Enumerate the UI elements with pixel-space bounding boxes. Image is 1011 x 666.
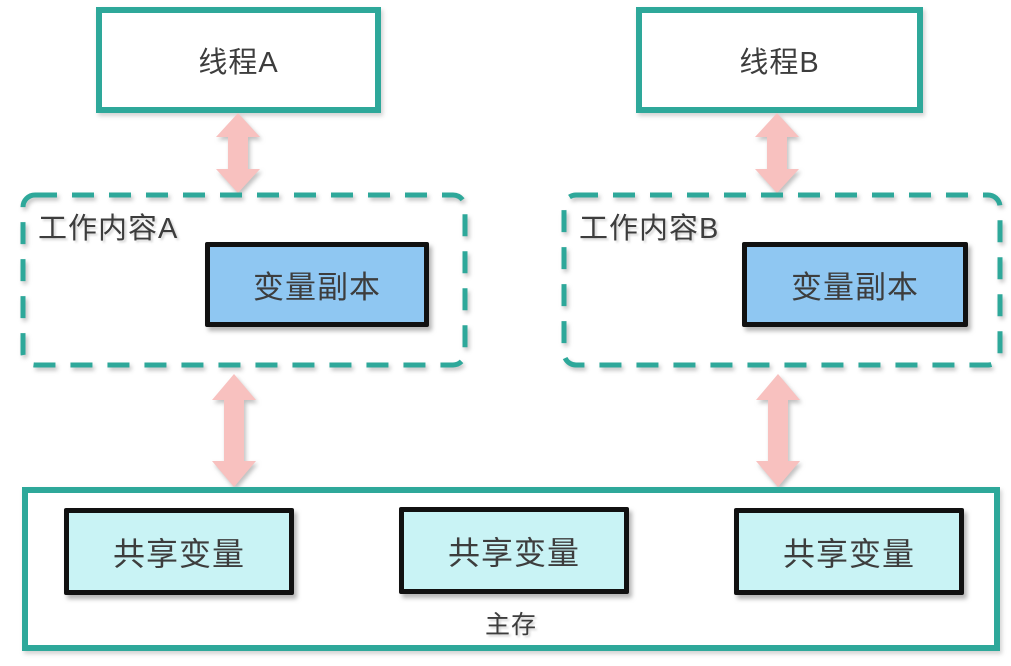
variable-copy-a-box: 变量副本: [205, 242, 429, 327]
double-arrow-icon: [216, 113, 260, 193]
working-memory-a-label: 工作内容A: [38, 213, 179, 245]
dashed-border: [20, 192, 468, 368]
working-memory-a-box: 工作内容A 变量副本: [20, 192, 468, 368]
working-memory-b-label: 工作内容B: [579, 213, 720, 245]
working-memory-b-box: 工作内容B 变量副本: [561, 192, 1003, 368]
variable-copy-a-label: 变量副本: [253, 270, 381, 305]
double-arrow-icon: [212, 374, 256, 487]
variable-copy-b-label: 变量副本: [791, 270, 919, 305]
shared-variable-label: 共享变量: [782, 535, 915, 572]
thread-a-label: 线程A: [198, 47, 279, 79]
double-arrow-icon: [755, 113, 799, 193]
shared-variable-label: 共享变量: [112, 535, 245, 572]
main-memory-box: 共享变量 共享变量 共享变量 主存: [22, 487, 1000, 651]
shared-variable-box: 共享变量: [64, 508, 294, 595]
main-memory-label: 主存: [484, 611, 537, 639]
variable-copy-b-box: 变量副本: [742, 242, 968, 327]
shared-variable-label: 共享变量: [447, 534, 580, 571]
thread-b-box: 线程B: [636, 7, 923, 113]
double-arrow-icon: [756, 374, 800, 487]
shared-variable-box: 共享变量: [399, 507, 629, 594]
shared-variable-box: 共享变量: [734, 508, 964, 595]
thread-b-label: 线程B: [739, 47, 820, 79]
thread-a-box: 线程A: [96, 7, 381, 113]
dashed-border: [561, 192, 1003, 368]
